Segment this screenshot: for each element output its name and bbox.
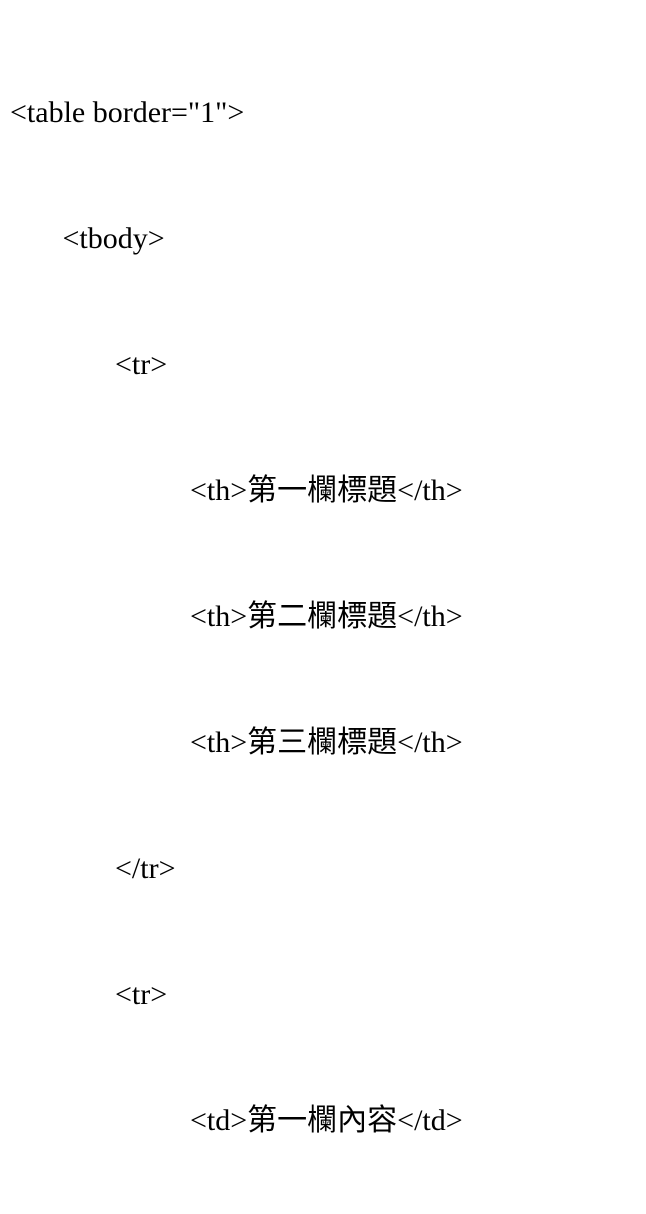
code-line: <table border="1"> xyxy=(10,96,245,129)
code-line: <th>第二欄標題</th> xyxy=(10,600,463,633)
code-line: <th>第三欄標題</th> xyxy=(10,726,463,759)
code-line: </tr> xyxy=(10,852,176,885)
code-snippet: <table border="1"> <tbody> <tr> <th>第一欄標… xyxy=(10,96,463,1137)
code-line: <th>第一欄標題</th> xyxy=(10,474,463,507)
code-line: <td>第一欄內容</td> xyxy=(10,1104,463,1137)
code-line: <tbody> xyxy=(10,222,165,255)
code-line: <tr> xyxy=(10,978,168,1011)
code-line: <tr> xyxy=(10,348,168,381)
